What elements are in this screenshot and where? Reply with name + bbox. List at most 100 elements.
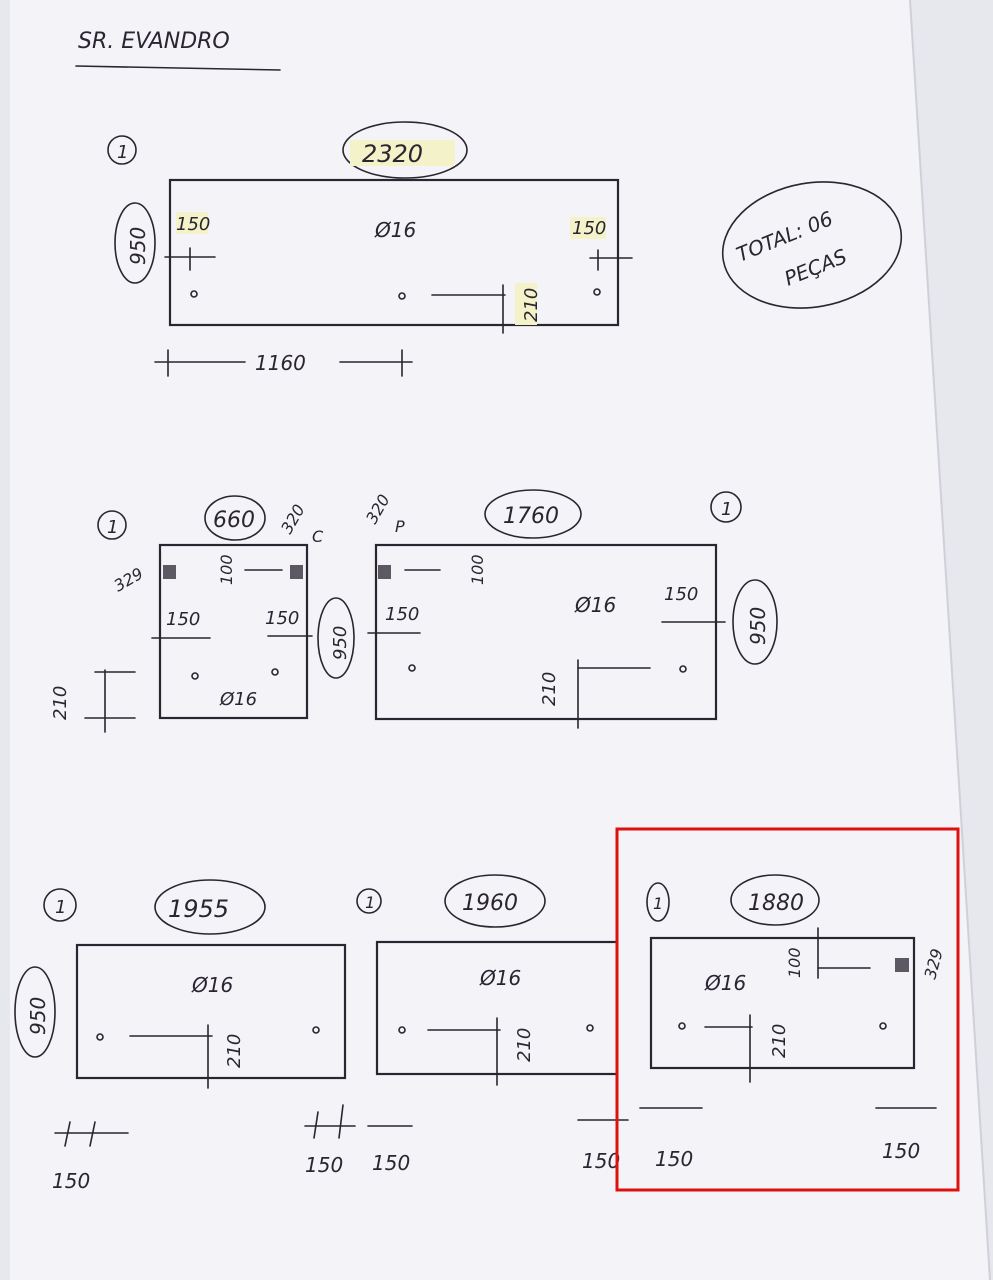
piece-4-tick-left-2 <box>89 1121 96 1147</box>
piece-6-qty: 1 <box>653 894 663 913</box>
piece-1-hole: Ø16 <box>374 218 416 242</box>
piece-3-right-offset: 150 <box>664 584 698 605</box>
piece-4-length-circle <box>154 879 266 935</box>
header-underline <box>75 65 281 71</box>
piece-1-hole-1 <box>190 290 198 298</box>
piece-1: 1 2320 950 150 150 Ø16 210 1160 <box>107 121 633 377</box>
piece-2-length-circle <box>204 495 266 541</box>
piece-4-right-offset: 150 <box>305 1153 343 1177</box>
piece-4-length: 1955 <box>168 895 229 923</box>
piece-3-length-circle <box>484 489 582 539</box>
piece-2-length: 660 <box>213 508 255 533</box>
piece-3-panel <box>374 543 718 721</box>
client-name: SR. EVANDRO <box>78 29 230 54</box>
piece-2-top-offset: 100 <box>217 554 236 585</box>
piece-4-tick-right-2 <box>338 1104 344 1139</box>
piece-3-height-circle <box>732 579 778 665</box>
piece-2-right-offset: 150 <box>265 608 299 629</box>
piece-5-right-offset: 150 <box>582 1149 620 1173</box>
piece-6-hole-2 <box>879 1022 887 1030</box>
piece-2-panel <box>158 543 309 720</box>
piece-2-qty-circle <box>97 510 127 540</box>
piece-1-left-offset: 150 <box>176 214 210 235</box>
piece-4-height: 950 <box>26 997 50 1035</box>
piece-6-right-offset: 150 <box>882 1139 920 1163</box>
selection-box[interactable] <box>615 827 960 1192</box>
piece-6-hole-height: 210 <box>769 1024 790 1058</box>
piece-5-hole: Ø16 <box>479 966 521 990</box>
piece-4-panel <box>75 943 347 1080</box>
piece-5-qty: 1 <box>365 893 375 912</box>
piece-1-height: 950 <box>126 227 150 265</box>
piece-6-top-offset: 100 <box>785 947 804 978</box>
piece-2-hole-2 <box>271 668 279 676</box>
piece-1-hole-height: 210 <box>521 288 542 322</box>
piece-2-notch-left <box>163 565 176 579</box>
piece-5-hole-1 <box>398 1026 406 1034</box>
piece-5-hole-height: 210 <box>514 1028 535 1062</box>
piece-4-hole-2 <box>312 1026 320 1034</box>
piece-3-length: 1760 <box>503 504 559 529</box>
piece-1-qty-circle <box>107 135 137 165</box>
piece-3-height: 950 <box>746 607 770 645</box>
piece-1-length-circle <box>342 121 468 179</box>
piece-1-right-offset: 150 <box>572 218 606 239</box>
piece-4-tick-right-1 <box>313 1111 319 1139</box>
piece-6-length: 1880 <box>748 891 804 916</box>
piece-3-corner-tag: P <box>395 517 405 536</box>
piece-6-left-offset: 150 <box>655 1147 693 1171</box>
piece-6: 1 1880 Ø16 100 329 210 150 150 <box>639 874 947 1171</box>
client-header: SR. EVANDRO <box>75 29 281 71</box>
piece-1-length-highlight <box>350 140 455 166</box>
piece-3-qty-circle <box>710 491 742 523</box>
piece-4-left-offset: 150 <box>52 1169 90 1193</box>
piece-5-length: 1960 <box>462 891 518 916</box>
piece-5-hole-2 <box>586 1024 594 1032</box>
piece-2-notch-right <box>290 565 303 579</box>
piece-4-tick-left-1 <box>64 1121 71 1147</box>
piece-2-height: 950 <box>330 626 351 660</box>
piece-5-qty-circle <box>356 888 382 914</box>
piece-2-left-offset: 150 <box>166 609 200 630</box>
piece-2-side-height: 210 <box>50 686 71 720</box>
piece-5-length-circle <box>444 874 546 928</box>
piece-1-length: 2320 <box>362 140 423 168</box>
piece-1-panel <box>168 178 620 327</box>
piece-2-qty: 1 <box>107 517 118 538</box>
piece-6-hole: Ø16 <box>704 971 746 995</box>
paper <box>10 0 990 1280</box>
piece-3-notch <box>378 565 391 579</box>
piece-4-hole-height: 210 <box>224 1034 245 1068</box>
piece-4-hole-1 <box>96 1033 104 1041</box>
piece-5: 1 1960 Ø16 210 150 150 <box>356 874 629 1175</box>
piece-5-left-offset: 150 <box>372 1151 410 1175</box>
piece-6-panel <box>649 936 916 1070</box>
piece-1-height-circle <box>114 202 156 284</box>
piece-1-hole-2 <box>398 292 406 300</box>
piece-6-notch <box>895 958 909 972</box>
piece-3-hole-1 <box>408 664 416 672</box>
piece-6-qty-circle <box>646 882 670 922</box>
piece-2-hole-1 <box>191 672 199 680</box>
piece-2-height-circle <box>317 597 355 679</box>
piece-3-hole-2 <box>679 665 687 673</box>
piece-3-top-offset: 100 <box>468 554 487 585</box>
piece-3-hole-height: 210 <box>539 672 560 706</box>
piece-3-left-offset: 150 <box>385 604 419 625</box>
piece-3-qty: 1 <box>721 499 732 520</box>
paper-edge <box>909 0 991 1280</box>
piece-3: 320 P 1760 1 100 150 Ø16 150 210 950 <box>362 489 778 729</box>
piece-1-hole-height-hl <box>515 283 537 325</box>
piece-1-qty: 1 <box>117 142 128 163</box>
piece-2-hole: Ø16 <box>219 689 257 710</box>
piece-1-hole-3 <box>593 288 601 296</box>
piece-1-left-hl <box>176 212 208 234</box>
piece-6-length-circle <box>730 874 820 926</box>
piece-4-qty: 1 <box>55 897 66 918</box>
piece-4-qty-circle <box>43 888 77 922</box>
piece-3-hole: Ø16 <box>574 593 616 617</box>
piece-2-corner-tag: C <box>312 527 324 546</box>
piece-1-right-hl <box>570 217 606 239</box>
piece-4-height-circle <box>14 966 56 1058</box>
